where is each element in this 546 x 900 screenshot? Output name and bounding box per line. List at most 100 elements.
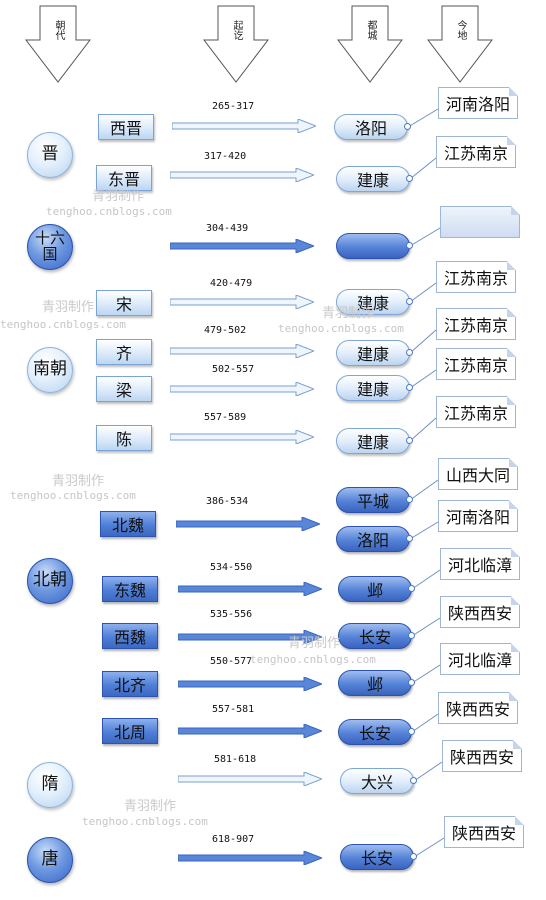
note-fold-corner: [513, 740, 522, 749]
location-jiangsu-nanjing: 江苏南京: [436, 396, 516, 428]
years-label: 479-502: [204, 325, 247, 336]
years-label: 386-534: [206, 496, 249, 507]
location-jiangsu-nanjing: 江苏南京: [436, 308, 516, 340]
connector-line: [413, 761, 443, 782]
capital-jiankang: 建康: [336, 289, 413, 315]
dynasty-box-liang: 梁: [96, 376, 152, 402]
connector-dot: [404, 123, 411, 130]
capital-changan: 长安: [340, 844, 417, 870]
capital-jiankang: 建康: [336, 166, 413, 192]
arrow-light: [170, 430, 314, 444]
dynasty-box-beiqi: 北齐: [102, 671, 158, 697]
watermark-en: tenghoo.cnblogs.com: [0, 318, 126, 331]
capital-empty: [336, 233, 413, 259]
years-label: 557-581: [212, 704, 255, 715]
location-shaanxi-xian: 陕西西安: [438, 692, 518, 724]
connector-dot: [410, 853, 417, 860]
note-fold-corner: [511, 596, 520, 605]
capital-changan: 长安: [338, 719, 415, 745]
dynasty-box-dongjin: 东晋: [96, 165, 152, 191]
years-label: 534-550: [210, 562, 253, 573]
connector-line: [409, 157, 437, 180]
capital-luoyang: 洛阳: [336, 526, 413, 552]
location-shaanxi-xian: 陕西西安: [442, 740, 522, 772]
header-dynasty: 朝代: [53, 20, 64, 40]
group-circle-northern: 北朝: [27, 558, 73, 604]
header-arrow-capital: [336, 5, 404, 83]
note-fold-corner: [507, 136, 516, 145]
location-shaanxi-xian: 陕西西安: [440, 596, 520, 628]
watermark-cn: 青羽制作: [124, 799, 177, 814]
connector-line: [409, 227, 441, 247]
arrow-dark: [178, 851, 322, 865]
capital-ye: 邺: [338, 670, 415, 696]
note-fold-corner: [507, 261, 516, 270]
years-label: 317-420: [204, 151, 247, 162]
header-arrow-years: [202, 5, 270, 83]
arrow-dark: [178, 630, 322, 644]
watermark-cn: 青羽制作: [42, 300, 95, 315]
location-jiangsu-nanjing: 江苏南京: [436, 348, 516, 380]
years-label: 420-479: [210, 278, 253, 289]
group-circle-jin: 晋: [27, 132, 73, 178]
note-fold-corner: [511, 548, 520, 557]
watermark-en: tenghoo.cnblogs.com: [10, 489, 136, 502]
dynasty-box-qi: 齐: [96, 339, 152, 365]
location-shaanxi-xian: 陕西西安: [444, 816, 524, 848]
connector-dot: [410, 777, 417, 784]
connector-dot: [406, 242, 413, 249]
note-fold-corner: [509, 500, 518, 509]
connector-dot: [406, 535, 413, 542]
group-circle-sui: 隋: [27, 762, 73, 808]
location-henan-luoyang: 河南洛阳: [438, 87, 518, 119]
connector-dot: [406, 437, 413, 444]
arrow-light: [170, 344, 314, 358]
capital-jiankang: 建康: [336, 340, 413, 366]
years-label: 550-577: [210, 656, 253, 667]
connector-line: [409, 417, 437, 442]
note-fold-corner: [509, 87, 518, 96]
note-fold-corner: [507, 308, 516, 317]
location-jiangsu-nanjing: 江苏南京: [436, 136, 516, 168]
group-circle-tang: 唐: [27, 837, 73, 883]
dynasty-box-dongwei: 东魏: [102, 576, 158, 602]
capital-ye: 邺: [338, 576, 415, 602]
arrow-light: [170, 168, 314, 182]
capital-jiankang: 建康: [336, 375, 413, 401]
capital-luoyang: 洛阳: [334, 114, 411, 140]
arrow-light: [170, 295, 314, 309]
years-label: 304-439: [206, 223, 249, 234]
note-fold-corner: [509, 458, 518, 467]
connector-line: [409, 479, 439, 501]
header-capital: 都城: [365, 20, 376, 40]
watermark-cn: 青羽制作: [322, 306, 375, 321]
dynasty-box-xijin: 西晋: [98, 114, 154, 140]
connector-line: [407, 108, 439, 128]
years-label: 618-907: [212, 834, 255, 845]
dynasty-box-chen: 陈: [96, 425, 152, 451]
connector-line: [409, 369, 437, 389]
connector-dot: [406, 349, 413, 356]
years-label: 265-317: [212, 101, 255, 112]
location-hebei-linzhang: 河北临漳: [440, 548, 520, 580]
note-fold-corner: [507, 396, 516, 405]
connector-line: [409, 329, 437, 354]
watermark-cn: 青羽制作: [52, 474, 105, 489]
years-label: 502-557: [212, 364, 255, 375]
years-label: 581-618: [214, 754, 257, 765]
dynasty-box-beizhou: 北周: [102, 718, 158, 744]
connector-line: [413, 837, 445, 858]
note-fold-corner: [511, 206, 520, 215]
years-label: 535-556: [210, 609, 253, 620]
connector-dot: [408, 632, 415, 639]
note-fold-corner: [511, 643, 520, 652]
connector-dot: [406, 384, 413, 391]
connector-dot: [408, 728, 415, 735]
watermark-en: tenghoo.cnblogs.com: [82, 815, 208, 828]
watermark-en: tenghoo.cnblogs.com: [278, 322, 404, 335]
arrow-light: [172, 119, 316, 133]
header-arrow-dynasty: [24, 5, 92, 83]
connector-dot: [406, 496, 413, 503]
note-fold-corner: [509, 692, 518, 701]
